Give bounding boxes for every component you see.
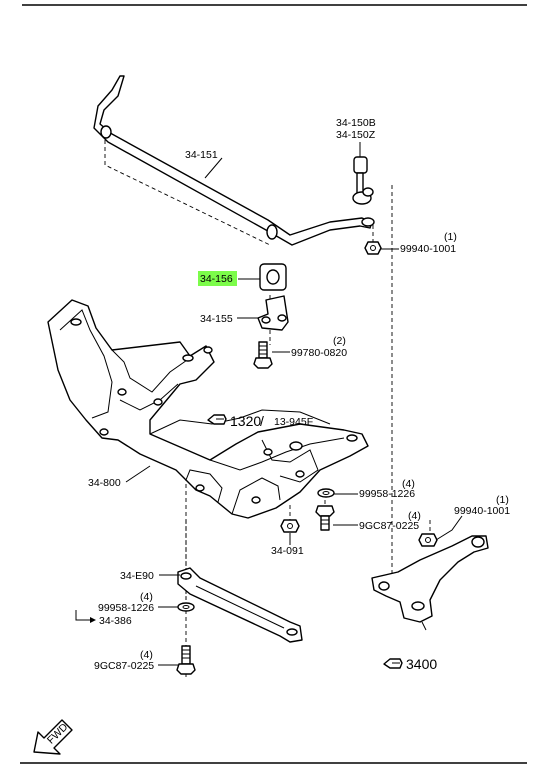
reference-hand-icon[interactable] (207, 414, 227, 425)
label-34-150z[interactable]: 34-150Z (336, 129, 376, 141)
washer-99958-1226-b (177, 602, 195, 612)
label-34-e90[interactable]: 34-E90 (120, 570, 154, 582)
nut-99940-1001-top (364, 241, 382, 255)
stabilizer-bar (93, 75, 375, 246)
crossmember-34-800 (47, 299, 369, 519)
label-34-150b[interactable]: 34-150B (336, 117, 376, 129)
qty-label: (4) (402, 478, 415, 490)
qty-label: (1) (496, 494, 509, 506)
bushing-34-156 (259, 263, 287, 291)
label-99780-0820[interactable]: 99780-0820 (291, 347, 347, 359)
label-34-155[interactable]: 34-155 (200, 313, 233, 325)
qty-label: (1) (444, 231, 457, 243)
label-34-151[interactable]: 34-151 (185, 149, 218, 161)
label-99958-1226-b[interactable]: 99958-1226 (98, 602, 154, 614)
bolt-99780-0820 (253, 341, 273, 369)
label-34-800[interactable]: 34-800 (88, 477, 121, 489)
bracket-34-155 (257, 295, 289, 331)
bolt-9gc87-0225-b (176, 645, 196, 675)
label-99958-1226-a[interactable]: 99958-1226 (359, 488, 415, 500)
leader-lines (125, 142, 463, 666)
lower-arm (371, 535, 489, 631)
qty-label: (2) (333, 335, 346, 347)
bolt-9gc87-0225-a (315, 505, 335, 531)
reference-hand-icon[interactable] (383, 658, 403, 669)
label-34-156[interactable]: 34-156 (200, 273, 233, 285)
svg-text:/: / (260, 413, 264, 429)
label-99940-1001-b[interactable]: 99940-1001 (454, 505, 510, 517)
qty-label: (4) (140, 591, 153, 603)
ref-13-945f[interactable]: 13-945F (274, 416, 313, 428)
ref-3400[interactable]: 3400 (406, 656, 437, 672)
qty-label: (4) (140, 649, 153, 661)
brace-34-e90 (177, 567, 303, 643)
label-34-091[interactable]: 34-091 (271, 545, 304, 557)
label-34-386[interactable]: 34-386 (99, 615, 132, 627)
label-9gc87-0225-b[interactable]: 9GC87-0225 (94, 660, 154, 672)
label-99940-1001-top[interactable]: 99940-1001 (400, 243, 456, 255)
fwd-arrow-icon (33, 719, 73, 755)
nut-34-091 (280, 519, 300, 533)
qty-label: (4) (408, 510, 421, 522)
highlight-34-156 (198, 271, 237, 286)
arrow-34-386 (75, 610, 96, 623)
washer-99958-1226-a (317, 488, 335, 498)
stabilizer-link (352, 148, 374, 205)
label-9gc87-0225-a[interactable]: 9GC87-0225 (359, 520, 419, 532)
nut-99940-1001-b (418, 533, 438, 547)
ref-1320[interactable]: 1320 (230, 413, 261, 429)
